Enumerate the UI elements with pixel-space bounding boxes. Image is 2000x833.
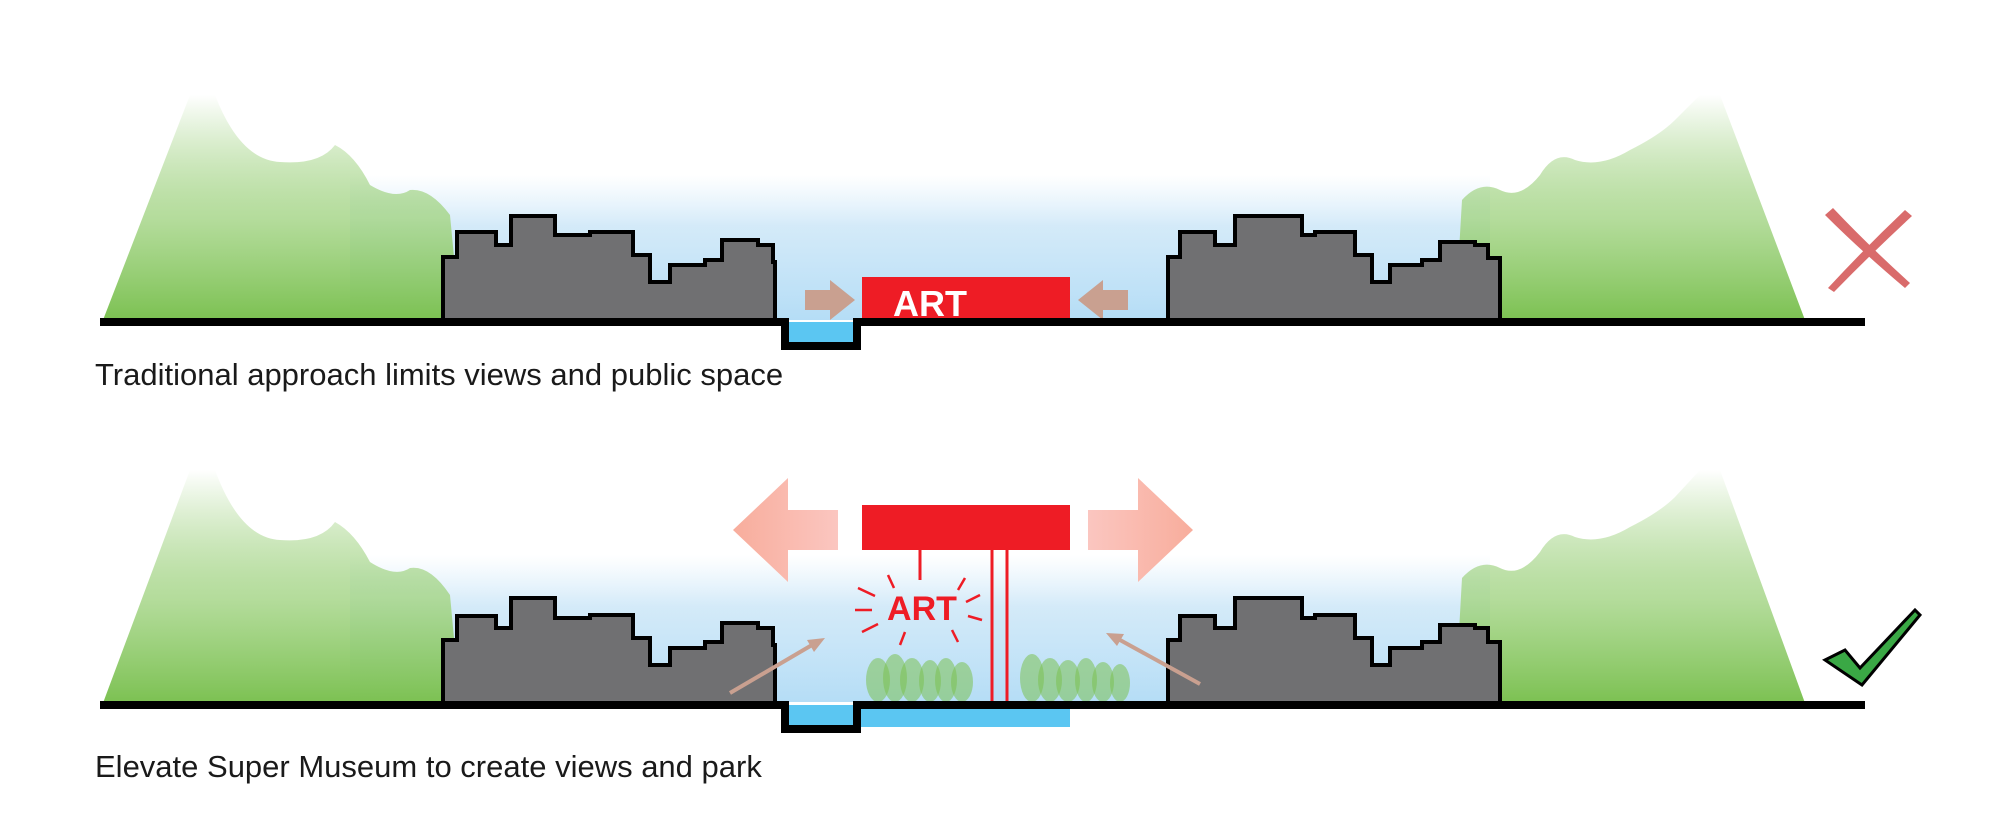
art-burst — [855, 574, 983, 646]
elevated-art-box — [862, 505, 1070, 550]
left-hill — [103, 470, 460, 703]
left-hill — [103, 95, 460, 320]
inward-arrow-left — [805, 280, 855, 320]
art-box — [862, 277, 1070, 323]
inward-arrow-right — [1078, 280, 1128, 320]
expand-arrow-left — [733, 478, 838, 582]
caption-elevated: Elevate Super Museum to create views and… — [95, 749, 762, 784]
view-arrow-left — [728, 638, 825, 695]
ground-line — [100, 701, 1865, 733]
park-shrubs — [866, 654, 1130, 702]
left-buildings — [441, 596, 777, 707]
panel-elevated: ART — [100, 470, 1923, 733]
left-buildings — [441, 214, 777, 324]
right-hill — [1455, 470, 1805, 703]
right-buildings — [1166, 596, 1502, 707]
park-water — [860, 707, 1070, 727]
cross-mark-icon — [1825, 208, 1912, 292]
right-buildings — [1166, 214, 1502, 324]
right-hill — [1455, 95, 1805, 320]
expand-arrow-right — [1088, 478, 1193, 582]
museum-columns — [918, 548, 1009, 705]
panel-traditional: ART — [100, 95, 1912, 350]
ground-line — [100, 318, 1865, 350]
check-mark-icon — [1822, 607, 1923, 688]
view-arrow-right — [1106, 633, 1201, 686]
art-label: ART — [893, 283, 967, 324]
caption-traditional: Traditional approach limits views and pu… — [95, 357, 784, 392]
art-label-ground: ART — [887, 590, 957, 628]
